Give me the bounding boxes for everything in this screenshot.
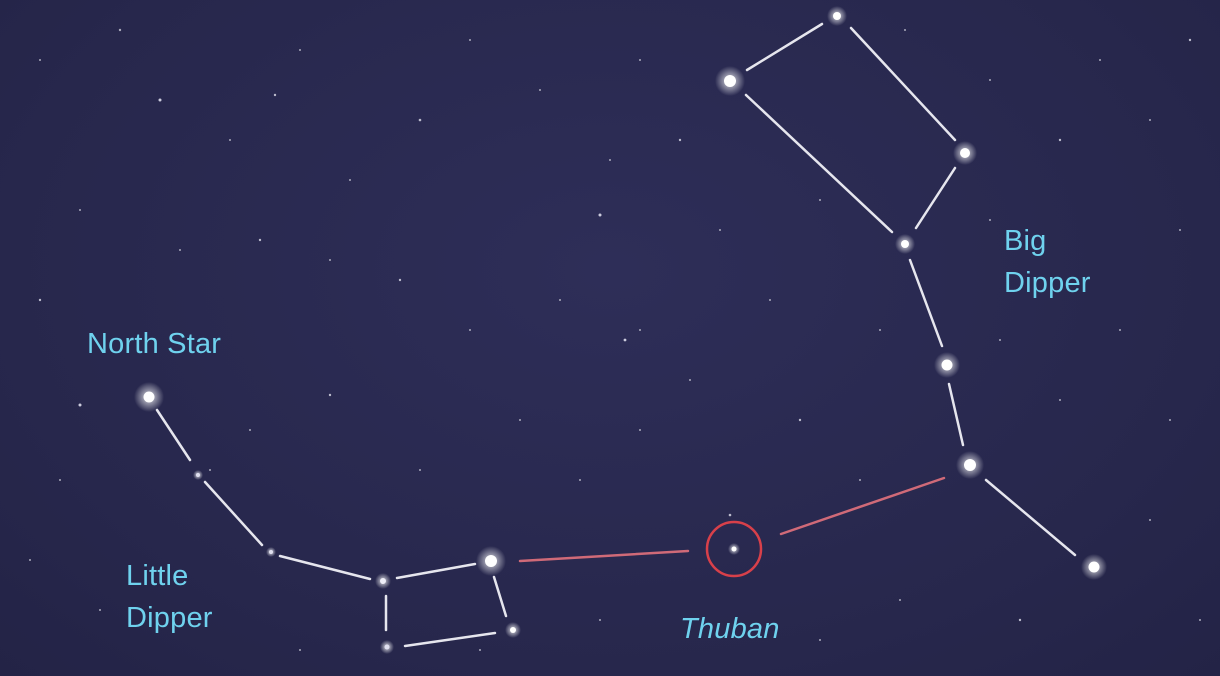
little-dipper-lines (155, 408, 508, 648)
thuban-label: Thuban (680, 613, 780, 645)
big-dipper-label-line1: Big (1004, 225, 1047, 257)
big-dipper-label-line2: Dipper (1004, 267, 1091, 299)
major-stars (134, 6, 1107, 654)
background-stars (29, 28, 1201, 651)
little-dipper-label-line2: Dipper (126, 602, 213, 634)
thuban-highlight-circle (705, 520, 763, 578)
thuban-pointer-lines (518, 476, 946, 563)
big-dipper-lines (744, 22, 1077, 557)
little-dipper-label-line1: Little (126, 560, 189, 592)
north-star-label: North Star (87, 328, 222, 360)
